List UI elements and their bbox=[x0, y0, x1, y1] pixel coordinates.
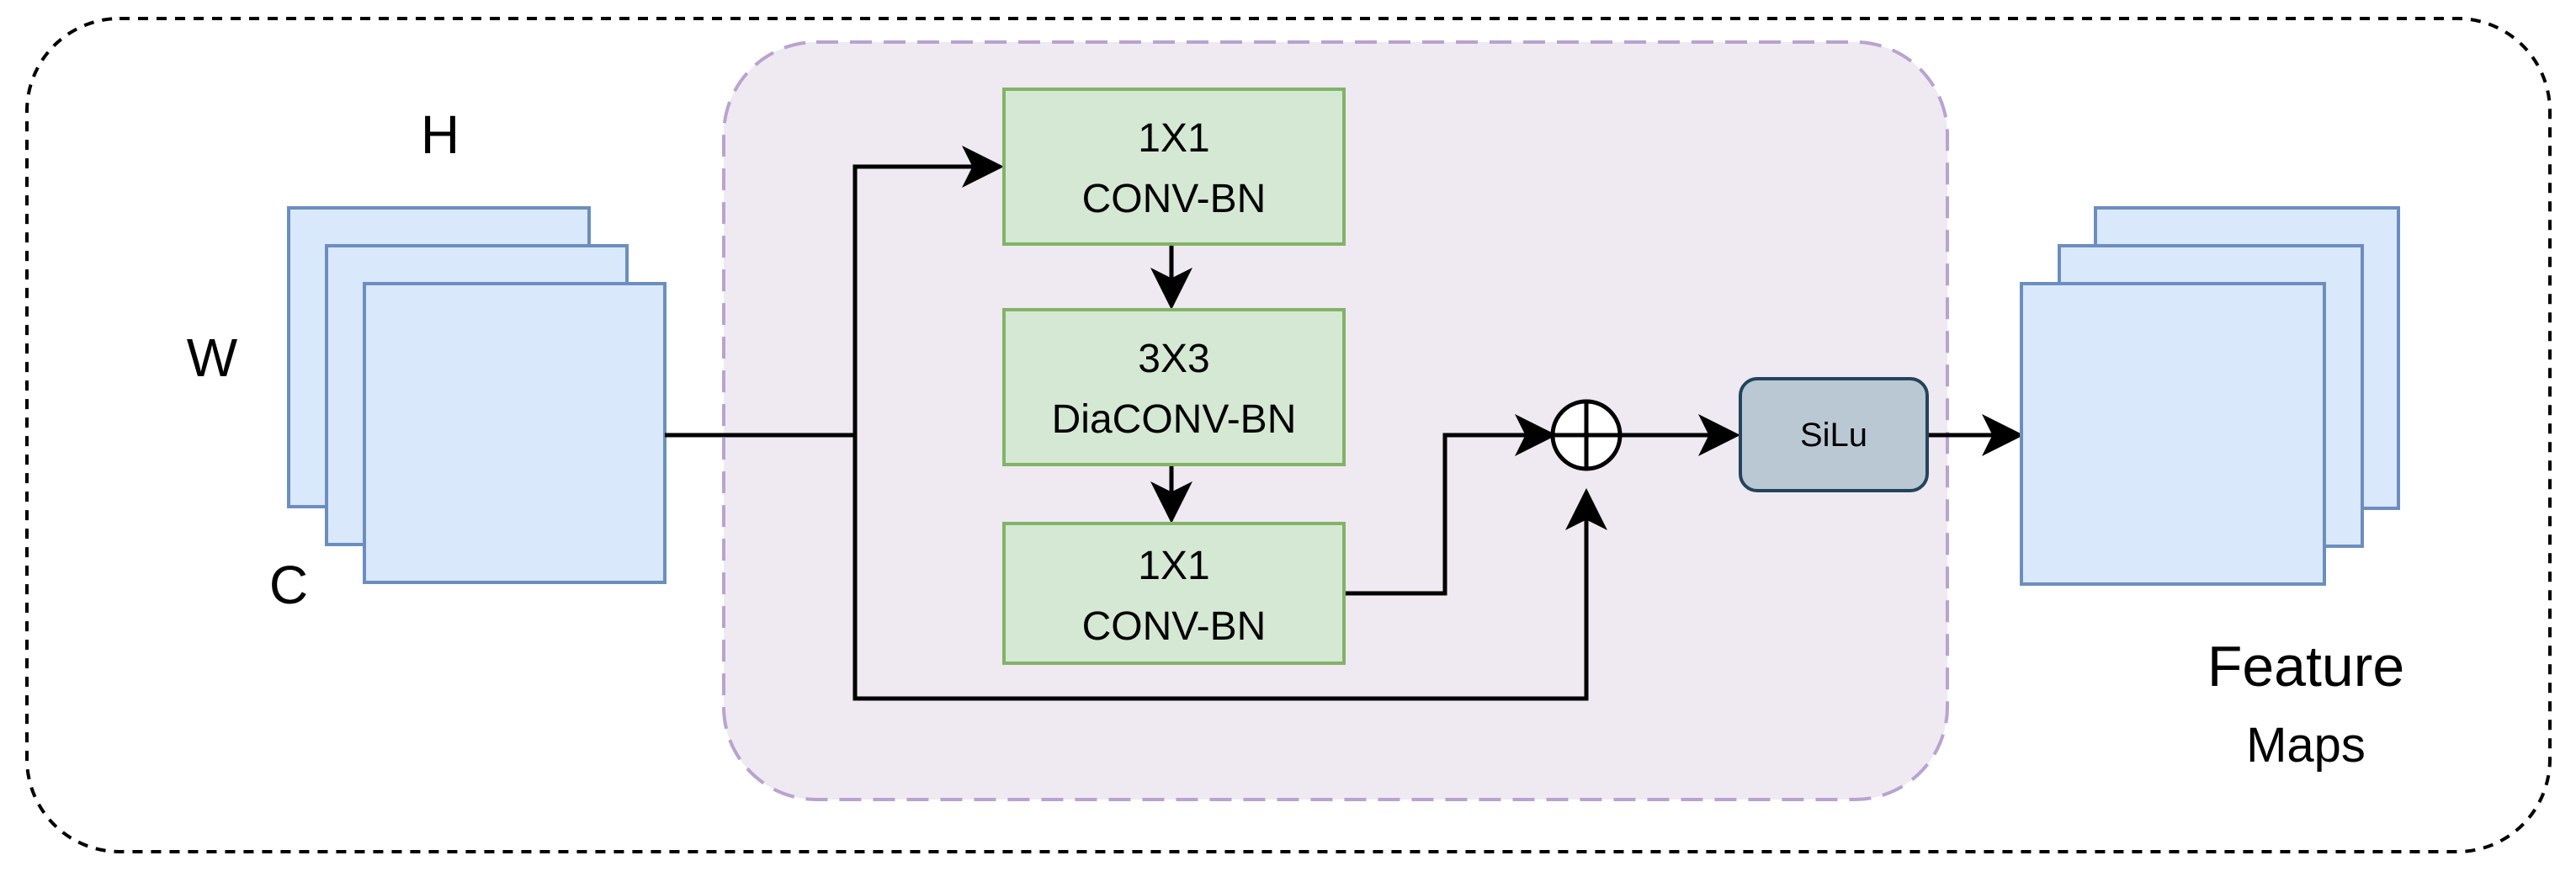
conv1-box bbox=[1002, 88, 1346, 246]
input-feature-map-front bbox=[363, 282, 667, 584]
output-label-line1: Feature bbox=[2207, 635, 2404, 699]
height-label: H bbox=[421, 104, 459, 165]
conv1-line2: CONV-BN bbox=[1082, 177, 1267, 221]
skip-connection-arrow bbox=[852, 435, 1607, 701]
conv1-block: 1X1 CONV-BN bbox=[1002, 88, 1346, 246]
circle-plus-icon bbox=[1550, 399, 1623, 471]
input-feature-maps bbox=[287, 206, 667, 584]
split-to-conv1-arrow bbox=[852, 146, 1004, 435]
output-feature-maps bbox=[2020, 206, 2400, 586]
output-feature-map-front bbox=[2020, 282, 2326, 586]
channels-label: C bbox=[269, 555, 308, 615]
silu-label: SiLu bbox=[1800, 417, 1867, 454]
conv1-line1: 1X1 bbox=[1138, 116, 1209, 161]
conv2-block: 1X1 CONV-BN bbox=[1002, 522, 1346, 665]
output-label-line2: Maps bbox=[2246, 718, 2366, 773]
conv2-to-sum-arrow bbox=[1344, 414, 1557, 596]
conv3-line1: 3X3 bbox=[1138, 337, 1209, 381]
width-label: W bbox=[187, 327, 238, 388]
outer-dashed-border bbox=[25, 17, 2552, 853]
conv3-line2: DiaCONV-BN bbox=[1052, 397, 1297, 442]
conv2-line1: 1X1 bbox=[1138, 544, 1209, 588]
conv3-box bbox=[1002, 308, 1346, 466]
silu-box bbox=[1739, 377, 1929, 492]
conv2-line2: CONV-BN bbox=[1082, 604, 1267, 649]
silu-activation-block: SiLu bbox=[1739, 377, 1929, 492]
conv3-block: 3X3 DiaCONV-BN bbox=[1002, 308, 1346, 466]
conv2-box bbox=[1002, 522, 1346, 665]
